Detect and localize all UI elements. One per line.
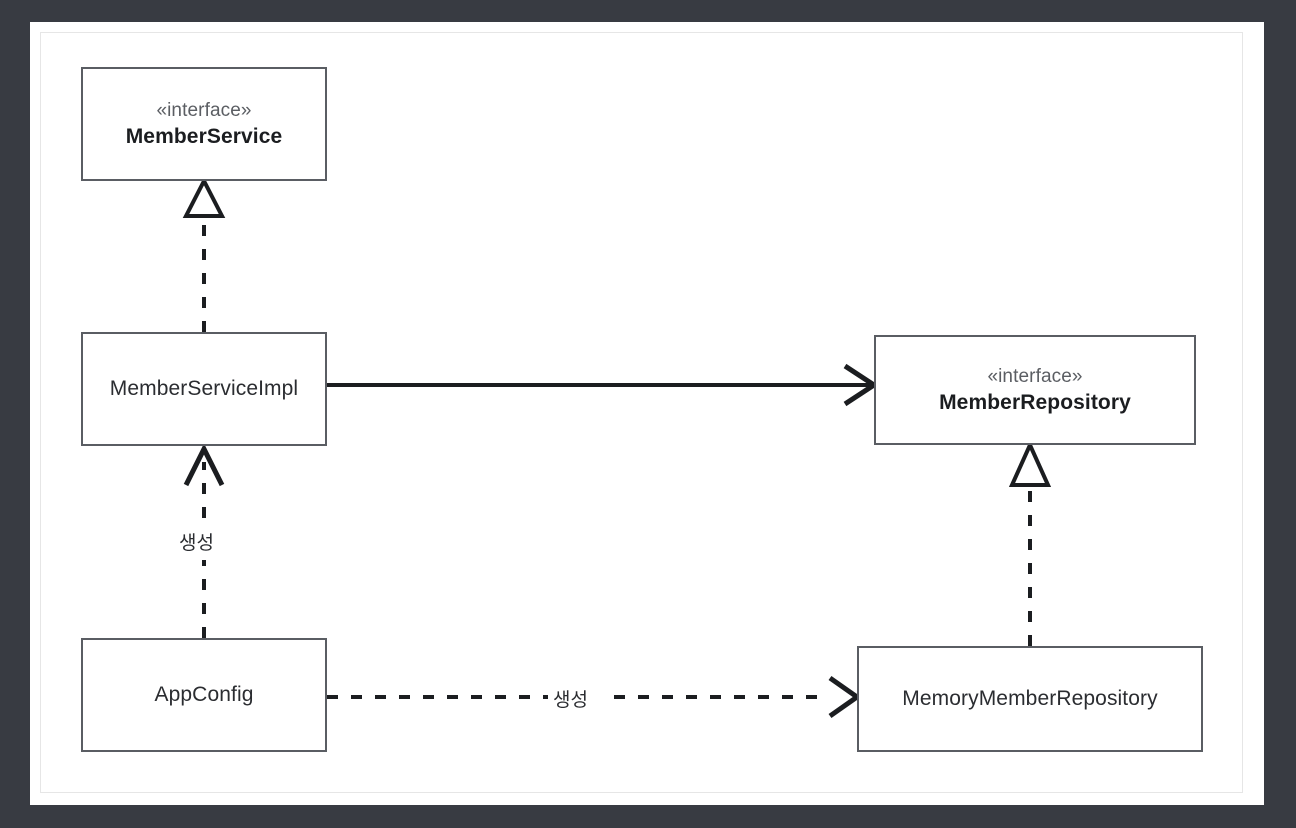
stereotype-label: «interface» [987,365,1083,387]
edge-impl-uses-repository [327,363,879,407]
edge-label-creates-horizontal: 생성 [550,685,591,712]
edge-appconfig-creates-memory-repository [327,675,862,719]
class-name-label: MemberService [125,124,283,148]
hollow-triangle-icon [182,176,226,218]
stereotype-label: «interface» [156,99,252,121]
class-box-member-service-impl[interactable]: MemberServiceImpl [81,332,327,446]
class-name-label: MemoryMemberRepository [902,687,1158,711]
class-box-member-service[interactable]: «interface» MemberService [81,67,327,181]
class-box-memory-member-repository[interactable]: MemoryMemberRepository [857,646,1203,752]
edge-impl-realizes-service [182,176,226,332]
open-arrow-icon [183,443,225,487]
class-box-member-repository[interactable]: «interface» MemberRepository [874,335,1196,445]
class-box-app-config[interactable]: AppConfig [81,638,327,752]
edge-memory-realizes-repository [1008,440,1052,646]
open-arrow-icon [828,675,862,719]
edge-appconfig-creates-impl [183,443,225,638]
class-name-label: MemberServiceImpl [109,377,299,401]
hollow-triangle-icon [1008,440,1052,487]
class-name-label: AppConfig [154,683,254,707]
edge-label-creates-vertical: 생성 [176,528,217,555]
class-name-label: MemberRepository [939,390,1131,414]
